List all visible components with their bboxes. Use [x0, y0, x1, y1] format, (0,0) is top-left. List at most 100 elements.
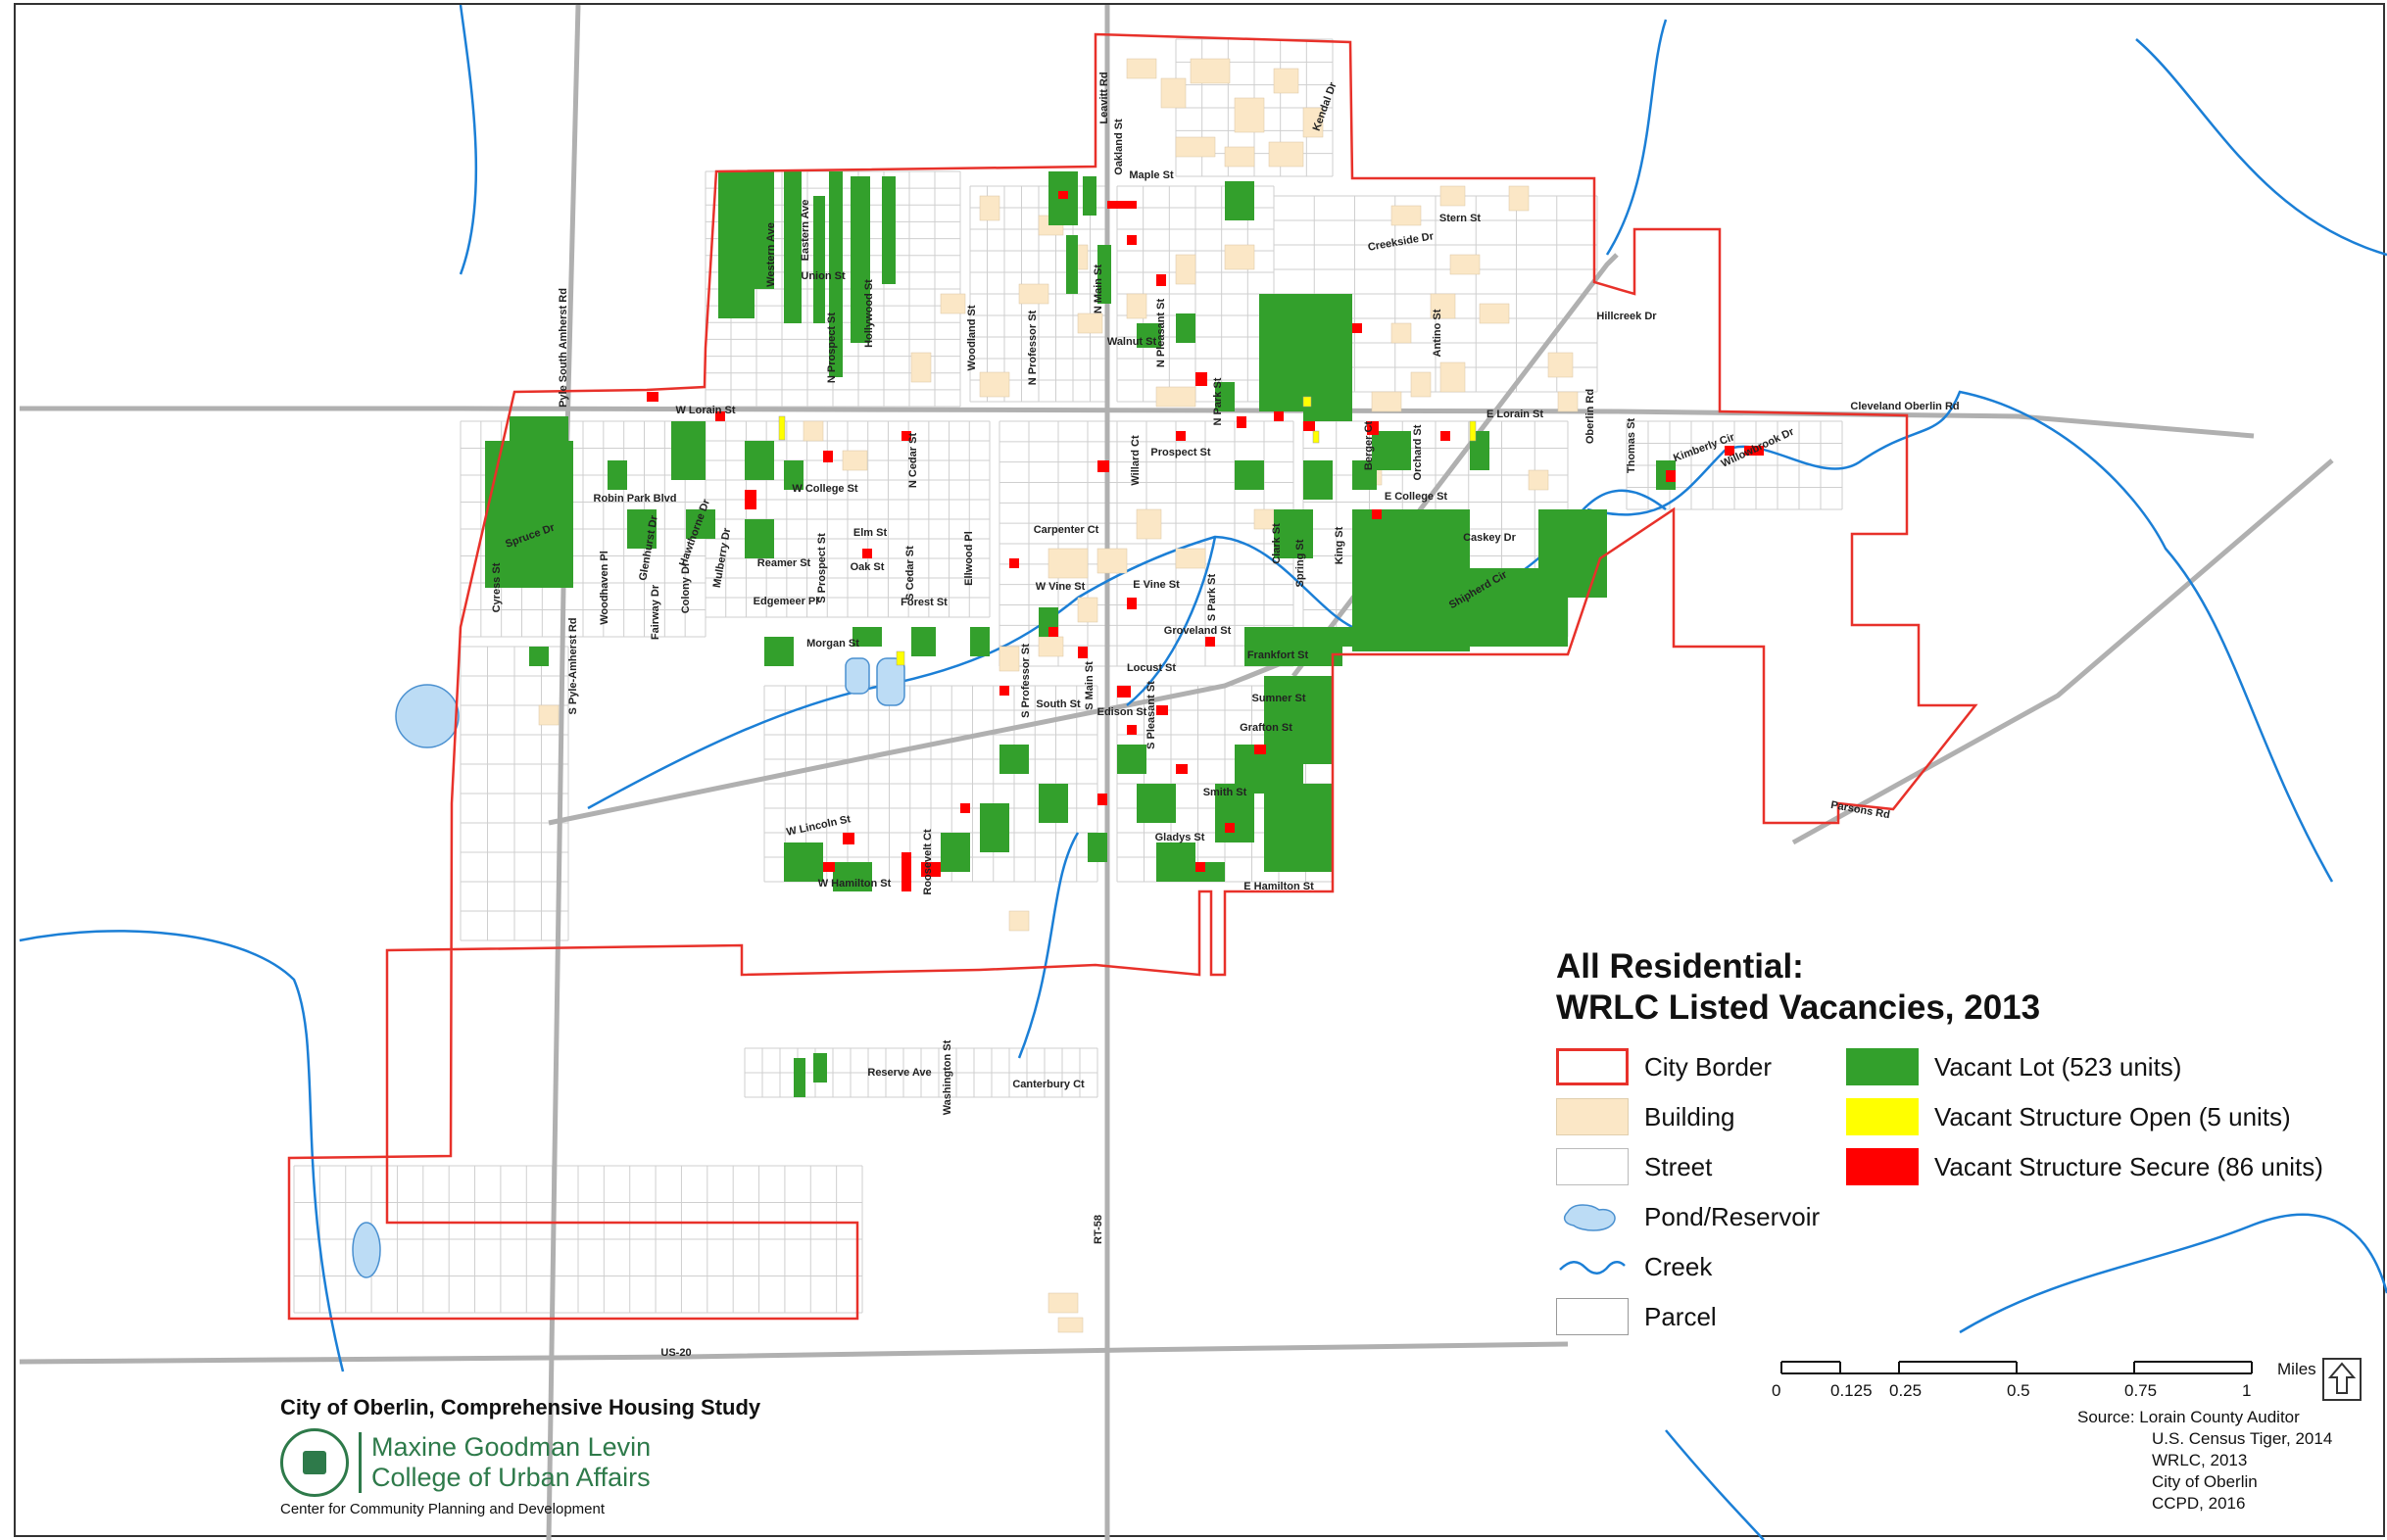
street-label-n-main-st: N Main St — [1093, 265, 1104, 313]
legend-item-building: Building — [1556, 1098, 1735, 1135]
street-label-oakland-st: Oakland St — [1113, 119, 1125, 175]
building — [940, 293, 966, 314]
creek-e-bend — [1959, 1213, 2387, 1334]
street-label-spring-st: Spring St — [1294, 539, 1306, 587]
legend-label-city-border: City Border — [1644, 1051, 1773, 1082]
creek-plum-east — [1586, 390, 2334, 883]
legend-item-vacant-secure: Vacant Structure Secure (86 units) — [1846, 1148, 2323, 1185]
source-line-3: WRLC, 2013 — [2152, 1451, 2248, 1469]
building — [1410, 371, 1432, 398]
vacant-lot — [1156, 842, 1195, 882]
vacant-lot — [529, 647, 549, 666]
building — [1038, 636, 1064, 657]
street-label-ellwood-pl: Ellwood Pl — [963, 531, 975, 586]
street-label-leavitt-rd: Leavitt Rd — [1098, 72, 1110, 123]
vacant-lot — [852, 627, 882, 647]
vacant-lot — [1421, 509, 1460, 558]
street-label-s-main-st: S Main St — [1084, 661, 1096, 710]
college-name-line1: Maxine Goodman Levin — [371, 1432, 652, 1462]
building — [1126, 293, 1147, 319]
building — [1077, 597, 1098, 623]
vacant-lot — [813, 1053, 827, 1083]
legend-item-street: Street — [1556, 1148, 1712, 1185]
scale-tick-label: 0.125 — [1830, 1381, 1873, 1400]
vacant-lot — [1264, 784, 1333, 872]
building — [842, 450, 868, 471]
vacant-lot — [1088, 833, 1107, 862]
street-label-w-hamilton-st: W Hamilton St — [818, 878, 892, 890]
street-label-e-vine-st: E Vine St — [1133, 579, 1180, 591]
vacant-lot — [999, 745, 1029, 774]
vacant-structure-secure — [1156, 274, 1166, 286]
street-swatch — [1556, 1148, 1629, 1185]
street-label-s-cedar-st: S Cedar St — [904, 546, 916, 601]
building — [999, 646, 1020, 672]
street-label-carpenter-ct: Carpenter Ct — [1034, 524, 1099, 536]
street-label-king-st: King St — [1334, 526, 1345, 564]
source-line-2: U.S. Census Tiger, 2014 — [2152, 1429, 2333, 1448]
building — [1430, 293, 1456, 319]
vacant-structure-secure — [715, 411, 725, 421]
parcel-layer — [293, 38, 1843, 1314]
map-title-line1: All Residential: — [1556, 947, 1804, 986]
building — [1439, 185, 1466, 207]
street-label-western-ave: Western Ave — [765, 222, 777, 287]
street-label-n-park-st: N Park St — [1212, 377, 1224, 425]
vacant-structure-secure — [1744, 446, 1764, 456]
legend-label-vacant-open: Vacant Structure Open (5 units) — [1934, 1101, 2291, 1131]
street-label-edison-st: Edison St — [1097, 706, 1147, 718]
vacant-lot — [755, 171, 774, 289]
street-label-forest-st: Forest St — [901, 597, 948, 608]
vacant-lot — [608, 460, 627, 490]
legend-label-building: Building — [1644, 1101, 1735, 1131]
vacant-lot — [686, 509, 715, 539]
building — [1126, 58, 1157, 79]
building — [1155, 386, 1196, 408]
street-label-south-st: South St — [1036, 698, 1081, 710]
vacant-structure-secure — [1127, 725, 1137, 735]
vacant-secure-swatch — [1846, 1148, 1919, 1185]
street-label-s-park-st: S Park St — [1206, 574, 1218, 622]
building — [1224, 146, 1255, 168]
street-label-n-prospect-st: N Prospect St — [826, 313, 838, 383]
street-label-oberlin-rd: Oberlin Rd — [1584, 389, 1596, 444]
vacant-lot — [1568, 509, 1607, 598]
street-label-robin-park-blvd: Robin Park Blvd — [594, 493, 677, 505]
building — [1175, 136, 1216, 158]
building — [1557, 391, 1579, 412]
scale-tick-label: 1 — [2242, 1381, 2252, 1400]
vacant-lot — [794, 1058, 805, 1097]
street-label-elm-st: Elm St — [853, 527, 888, 539]
scale-unit: Miles — [2277, 1360, 2316, 1378]
source-line-5: CCPD, 2016 — [2152, 1494, 2246, 1513]
building — [1008, 910, 1030, 932]
building — [1449, 254, 1481, 275]
vacant-lot — [1097, 245, 1111, 304]
vacant-lot — [784, 842, 823, 882]
legend-item-vacant-open: Vacant Structure Open (5 units) — [1846, 1098, 2291, 1135]
source-credits: Source: Lorain County Auditor U.S. Censu… — [2077, 1407, 2332, 1515]
vacant-lot — [784, 460, 804, 490]
creek-far-e — [2135, 38, 2387, 257]
street-label-s-professor-st: S Professor St — [1020, 644, 1032, 718]
vacant-structure-secure — [1156, 705, 1168, 715]
vacant-lot — [833, 862, 872, 891]
legend-item-creek: Creek — [1556, 1248, 1712, 1285]
legend-label-parcel: Parcel — [1644, 1301, 1717, 1331]
pond-morgan-2 — [876, 657, 905, 706]
city-border — [287, 32, 1978, 1321]
vacant-structure-secure — [1303, 421, 1315, 431]
vacant-structure-secure — [823, 862, 835, 872]
vacant-lot — [1039, 784, 1068, 823]
vacant-lot — [627, 509, 657, 549]
vacant-structure-secure — [1078, 647, 1088, 658]
street-label-canterbury-ct: Canterbury Ct — [1012, 1079, 1085, 1090]
vacant-structure-secure — [1666, 470, 1676, 482]
legend: City Border Building Street Pond/Reservo… — [1556, 1048, 2379, 1352]
vacant-lot — [851, 176, 870, 343]
pond-layer — [352, 657, 905, 1278]
street-label-woodland-st: Woodland St — [966, 305, 978, 370]
street-label-s-pyle-amherst-rd: S Pyle-Amherst Rd — [567, 617, 579, 714]
vacant-lot — [829, 171, 843, 377]
